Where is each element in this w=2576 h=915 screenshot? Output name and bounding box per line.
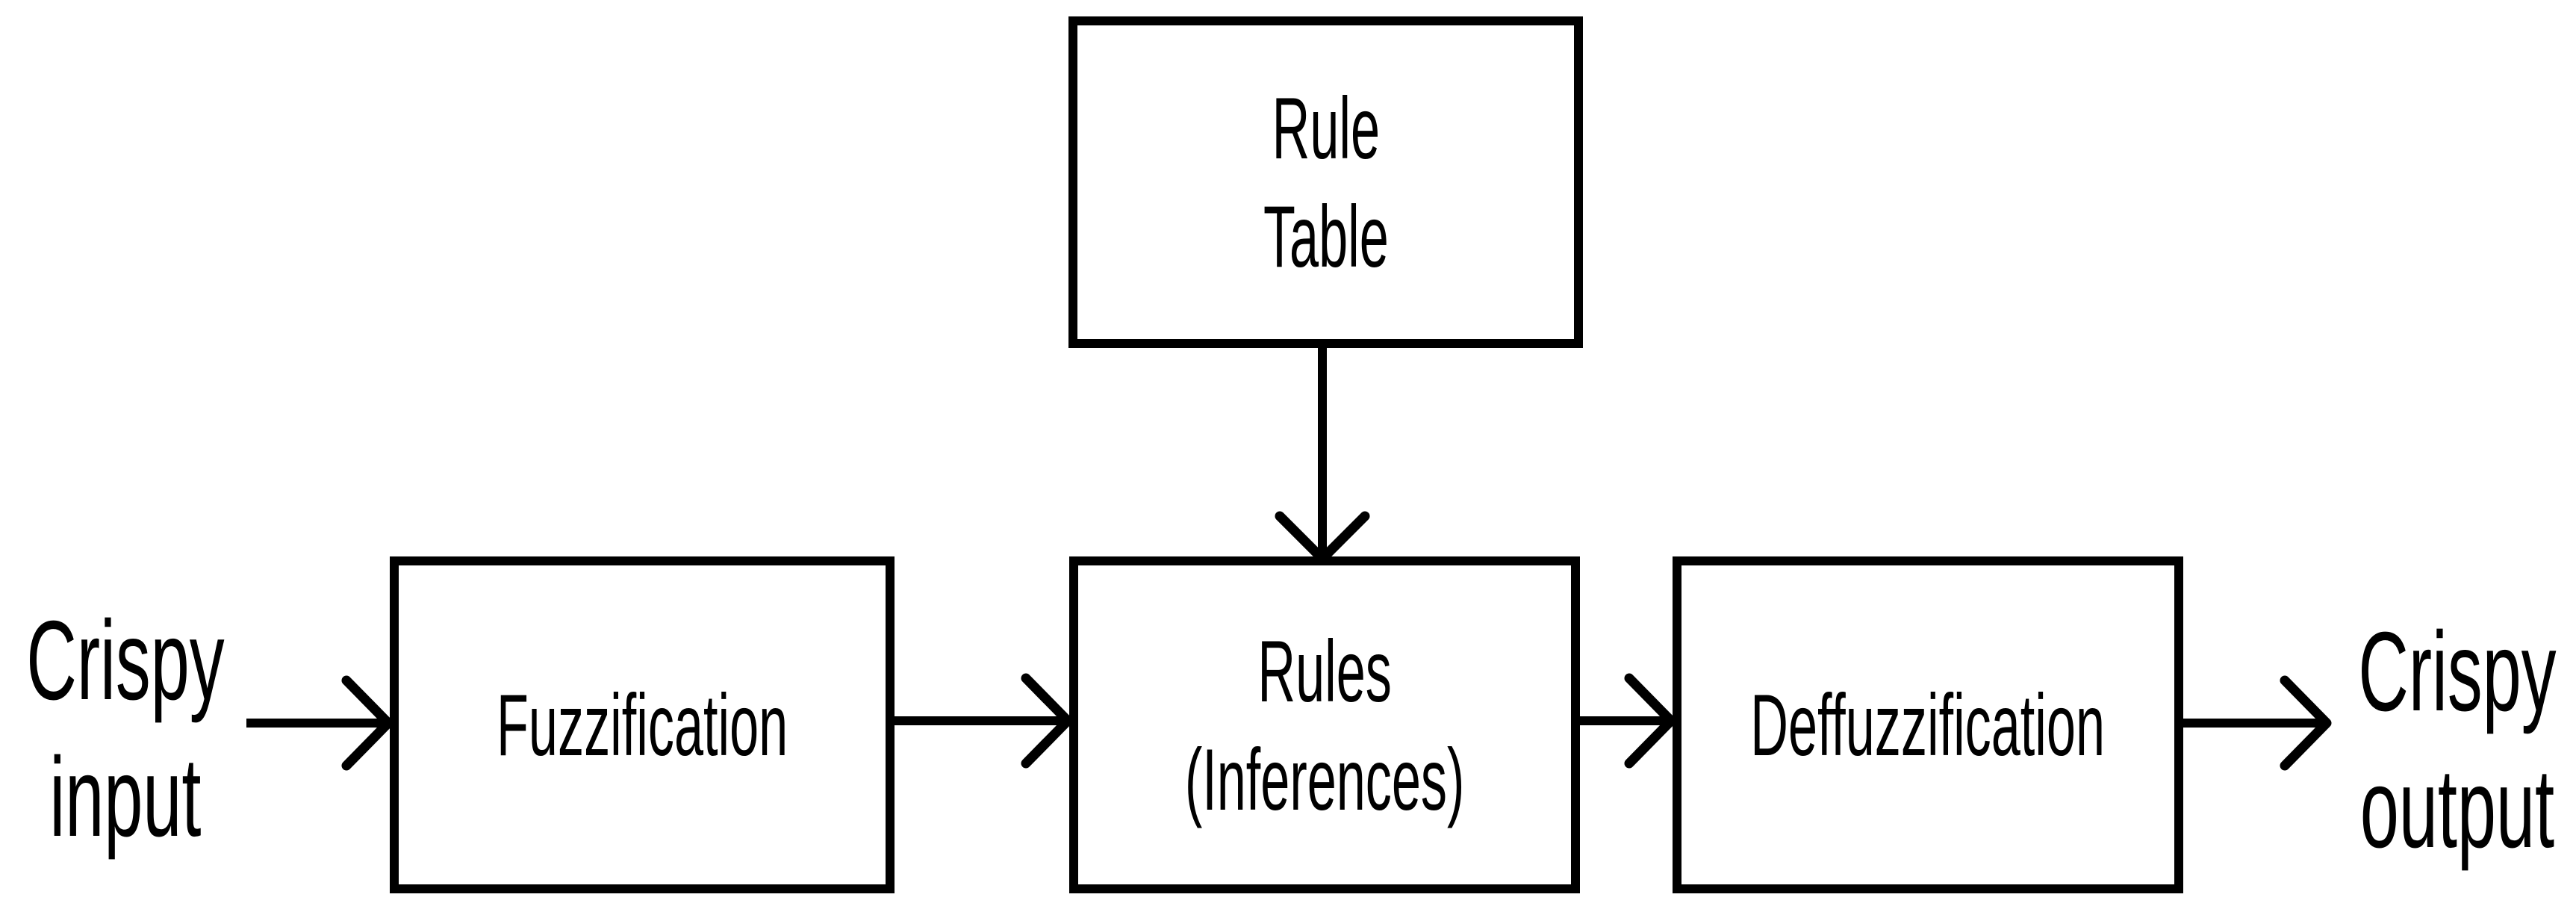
output-label-text: Crispy output	[2358, 603, 2556, 876]
node-rule-table: Rule Table	[1068, 16, 1583, 348]
label-line: output	[2359, 745, 2555, 871]
edge-fuzzification-to-rules-arrowhead	[1021, 673, 1073, 769]
output-label: Crispy output	[2328, 601, 2576, 878]
label-line: Rules	[1257, 621, 1392, 720]
label-line: Crispy	[26, 597, 225, 723]
node-rules-inferences: Rules (Inferences)	[1069, 556, 1580, 893]
label-line: Fuzzification	[496, 676, 788, 774]
edge-rules-to-defuzzification-arrowhead	[1624, 673, 1676, 769]
edge-input-to-fuzzification-arrowhead	[341, 675, 393, 771]
label-line: Rule	[1272, 79, 1380, 177]
label-line: Deffuzzification	[1750, 676, 2106, 774]
label-line: input	[49, 733, 202, 860]
node-rule-table-label: Rule Table	[1263, 74, 1389, 291]
node-fuzzification-label: Fuzzification	[497, 671, 788, 779]
edge-defuzzification-to-output-arrowhead	[2280, 675, 2332, 771]
node-fuzzification: Fuzzification	[390, 556, 895, 893]
label-line: (Inferences)	[1184, 730, 1465, 828]
node-rules-inferences-label: Rules (Inferences)	[1185, 617, 1465, 834]
label-line: Crispy	[2358, 608, 2557, 734]
node-defuzzification-label: Deffuzzification	[1751, 671, 2106, 779]
input-label-text: Crispy input	[26, 592, 224, 865]
node-defuzzification: Deffuzzification	[1673, 556, 2183, 893]
label-line: Table	[1263, 187, 1389, 285]
input-label: Crispy input	[0, 590, 251, 866]
